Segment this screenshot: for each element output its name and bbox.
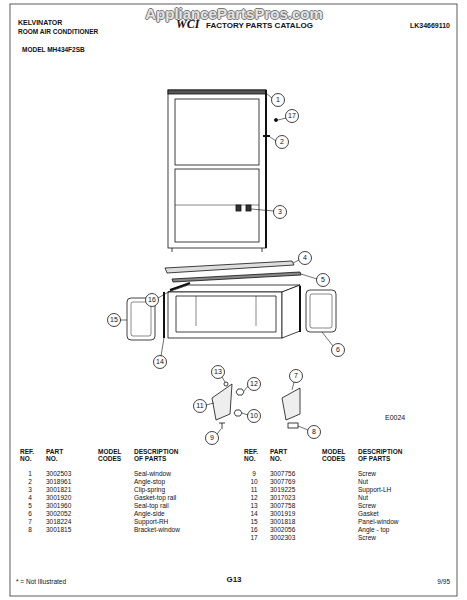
table-header: MODEL CODES (322, 448, 352, 462)
callout-number: 11 (196, 402, 203, 410)
ref-number: 13 (250, 502, 257, 509)
part-description: Angle-side (134, 510, 165, 517)
part-number: 3018224 (46, 518, 71, 525)
page-number: G13 (226, 576, 241, 585)
ref-number: 17 (250, 534, 257, 541)
part-description: Clip-spring (134, 486, 165, 493)
part-number: 3001920 (46, 494, 71, 501)
part-description: Support-LH (358, 486, 391, 493)
callout-number: 2 (280, 138, 284, 146)
ref-number: 6 (28, 510, 32, 517)
table-header: PART NO. (270, 448, 296, 462)
ref-number: 11 (251, 486, 258, 493)
callout-number: 3 (278, 208, 282, 216)
table-header: REF. NO. (244, 448, 264, 462)
ref-number: 10 (250, 478, 257, 485)
part-number: 3002303 (270, 534, 295, 541)
watermark: AppliancePartsPros.com (145, 6, 323, 23)
part-number: 3007758 (270, 502, 295, 509)
part-number: 3001818 (270, 518, 295, 525)
part-number: 3017023 (270, 494, 295, 501)
footnote: * = Not Illustrated (16, 578, 66, 585)
callout-number: 6 (336, 346, 340, 354)
part-number: 3001919 (270, 510, 295, 517)
callout-number: 7 (294, 372, 298, 380)
callout-number: 17 (288, 112, 296, 120)
part-description: Angle - top (358, 526, 389, 533)
callout-number: 8 (312, 428, 316, 436)
callout-number: 1 (276, 96, 280, 104)
callout-number: 14 (156, 358, 164, 366)
ref-number: 4 (28, 494, 32, 501)
logo: WCI (176, 18, 199, 31)
ref-number: 5 (28, 502, 32, 509)
callout-number: 9 (210, 434, 214, 442)
part-number: 3001960 (46, 502, 71, 509)
part-number: 3002503 (46, 470, 71, 477)
catalog-title: FACTORY PARTS CATALOG (206, 22, 313, 31)
callout-number: 13 (214, 368, 222, 376)
part-number: 3019225 (270, 486, 295, 493)
table-header: DESCRIPTION OF PARTS (134, 448, 186, 462)
part-description: Seal-top rail (134, 502, 169, 509)
ref-number: 1 (28, 470, 32, 477)
ref-number: 3 (28, 486, 32, 493)
ref-number: 14 (250, 510, 257, 517)
product-line: ROOM AIR CONDITIONER (18, 28, 98, 35)
ref-number: 12 (250, 494, 257, 501)
part-description: Screw (358, 534, 376, 541)
part-description: Seal-window (134, 470, 171, 477)
callout-number: 4 (303, 254, 307, 262)
ref-number: 7 (28, 518, 32, 525)
ref-number: 15 (250, 518, 257, 525)
part-number: 3002056 (270, 526, 295, 533)
part-description: Bracket-window (134, 526, 180, 533)
callout-number: 12 (250, 380, 258, 388)
part-description: Nut (358, 494, 368, 501)
brand-name: KELVINATOR (18, 19, 62, 27)
ref-number: 8 (28, 526, 32, 533)
callout-number: 16 (148, 296, 156, 304)
table-header: DESCRIPTION OF PARTS (358, 448, 410, 462)
part-description: Screw (358, 502, 376, 509)
table-header: MODEL CODES (98, 448, 128, 462)
figure-code: E0024 (385, 414, 405, 422)
part-number: 3018961 (46, 478, 71, 485)
part-description: Angle-stop (134, 478, 165, 485)
part-description: Support-RH (134, 518, 168, 525)
callout-number: 10 (250, 412, 258, 420)
part-number: 3007756 (270, 470, 295, 477)
ref-number: 9 (252, 470, 256, 477)
part-description: Gasket (358, 510, 379, 517)
part-description: Panel-window (358, 518, 398, 525)
part-number: 3001815 (46, 526, 71, 533)
part-description: Screw (358, 470, 376, 477)
date-code: 9/95 (437, 578, 450, 585)
table-header: PART NO. (46, 448, 72, 462)
part-number: 3002052 (46, 510, 71, 517)
catalog-number: LK34669110 (410, 22, 450, 30)
part-description: Gasket-top rail (134, 494, 176, 501)
model-number: MODEL MH434F2SB (22, 46, 85, 53)
table-header: REF. NO. (20, 448, 40, 462)
callout-number: 15 (110, 316, 118, 324)
callout-number: 5 (321, 276, 325, 284)
part-number: 3007769 (270, 478, 295, 485)
part-number: 3001821 (46, 486, 71, 493)
part-description: Nut (358, 478, 368, 485)
ref-number: 2 (28, 478, 32, 485)
ref-number: 16 (250, 526, 257, 533)
